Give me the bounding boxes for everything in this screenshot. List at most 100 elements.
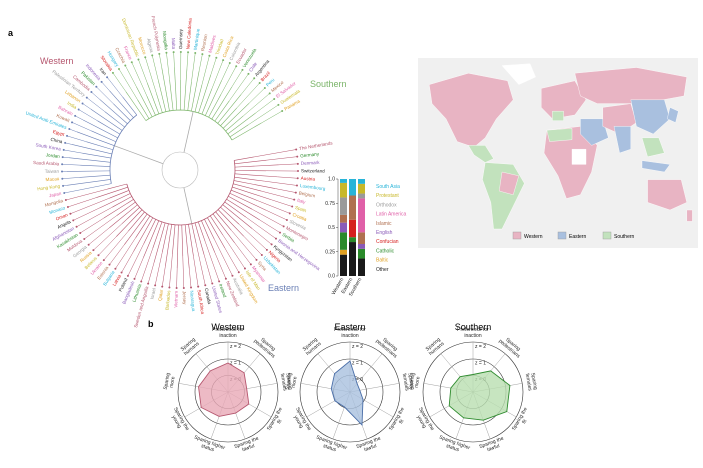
central-africa	[571, 149, 587, 165]
leaf-branch	[265, 209, 288, 221]
europe	[541, 80, 587, 120]
leaf-dot	[90, 91, 93, 94]
leaf-branch	[62, 156, 69, 158]
leaf-dot	[165, 51, 168, 54]
bar-legend-label: Protestant	[376, 193, 399, 199]
leaf-dot	[282, 225, 285, 228]
leaf-branch	[75, 115, 84, 121]
branch	[226, 198, 260, 221]
branch	[233, 180, 276, 189]
radar-axis-label: Sparingpedestrians	[252, 334, 280, 360]
bar-segment	[358, 248, 365, 259]
tree-leaf-label: Lithuania	[132, 283, 143, 303]
branch	[207, 217, 226, 249]
radar-axis-label: Sparingfemales	[279, 372, 294, 392]
leaf-dot	[151, 54, 154, 57]
branch	[82, 152, 112, 159]
leaf-branch	[255, 98, 275, 114]
radar-axis-label-line: Sparing the	[266, 406, 284, 431]
leaf-branch	[231, 229, 257, 261]
leaf-dot	[285, 218, 288, 221]
leaf-branch	[65, 142, 73, 145]
tree-leaf-label: Angola	[56, 219, 71, 230]
branch	[231, 122, 262, 141]
map-legend-swatch	[557, 231, 567, 240]
bar-segment	[358, 179, 365, 184]
branch	[109, 204, 138, 228]
tree-leaf-label: South Africa	[196, 289, 205, 315]
leaf-dot	[260, 254, 263, 256]
radar-axis-label-line: Sparing the	[388, 406, 406, 431]
branch	[201, 220, 215, 253]
map-legend-label: Eastern	[569, 234, 586, 240]
leaf-branch	[264, 180, 298, 186]
leaf-branch	[125, 65, 137, 87]
tree-leaf-label: Macau	[45, 176, 60, 182]
radar-axis-label-line: more	[169, 376, 177, 388]
tree-leaf-label: Taiwan	[45, 169, 60, 174]
radar-axis-label: Sparinghumans	[180, 336, 201, 357]
branch	[217, 209, 245, 237]
tree-leaf-label: Jordan	[46, 152, 61, 159]
leaf-branch	[115, 237, 136, 269]
branch	[224, 201, 247, 218]
leaf-branch	[275, 188, 296, 193]
tree-leaf-label: Latvia	[112, 273, 123, 287]
leaf-branch	[151, 55, 159, 81]
leaf-dot	[228, 62, 231, 65]
leaf-dot	[172, 51, 175, 54]
leaf-dot	[68, 128, 71, 131]
leaf-branch	[189, 268, 192, 288]
leaf-branch	[82, 103, 91, 110]
branch	[234, 159, 267, 165]
radar-axis-label: Sparing thelawful	[355, 436, 383, 456]
tree-leaf-label: Egypt	[52, 129, 65, 137]
branch	[220, 107, 237, 126]
bar-legend-label: Orthodox	[376, 202, 397, 208]
branch	[176, 224, 179, 268]
branch	[172, 224, 176, 255]
tree-leaf-label: Mongolia	[44, 198, 64, 208]
radar-axis-label: Sparinghumans	[302, 336, 323, 357]
tree-leaf-label: Oman	[55, 212, 69, 221]
branch	[116, 209, 143, 237]
leaf-branch	[248, 104, 279, 125]
leaf-branch	[182, 255, 185, 288]
leaf-branch	[78, 109, 98, 122]
tree-leaf-label: Denmark	[301, 160, 321, 166]
leaf-branch	[93, 223, 123, 251]
branch	[228, 196, 253, 210]
leaf-dot	[79, 231, 82, 234]
north-america	[428, 72, 514, 148]
leaf-dot	[144, 56, 147, 59]
root-branch	[114, 145, 164, 165]
bar-segment	[358, 232, 365, 244]
leaf-dot	[281, 110, 284, 112]
tree-leaf-label: China	[50, 137, 63, 145]
branch	[225, 115, 244, 132]
leaf-branch	[186, 52, 189, 69]
tree-leaf-label: Martinique	[193, 28, 201, 50]
leaf-dot	[120, 271, 123, 274]
branch	[91, 130, 117, 143]
branch	[169, 79, 174, 111]
leaf-dot	[241, 68, 244, 71]
branch	[133, 217, 154, 252]
branch	[116, 201, 136, 216]
bar-segment	[358, 193, 365, 199]
branch	[194, 84, 203, 112]
leaf-branch	[234, 242, 252, 265]
leaf-dot	[71, 121, 74, 124]
leaf-branch	[191, 52, 196, 82]
radar-axis-label-line: Sparing	[529, 372, 538, 390]
cluster-arc	[145, 109, 233, 141]
leaf-dot	[124, 64, 127, 67]
leaf-branch	[176, 267, 178, 288]
radar-ring-label: z = 1	[475, 361, 486, 367]
radar-title: Western	[211, 322, 244, 332]
tree-leaf-label: Iran	[99, 67, 108, 77]
leaf-dot	[249, 263, 252, 266]
stacked-bar-chart: 0.00.250.50.751.0WesternEasternSouthernS…	[325, 177, 406, 298]
tree-leaf-label: Israel	[149, 288, 156, 300]
bar-segment	[349, 237, 356, 243]
